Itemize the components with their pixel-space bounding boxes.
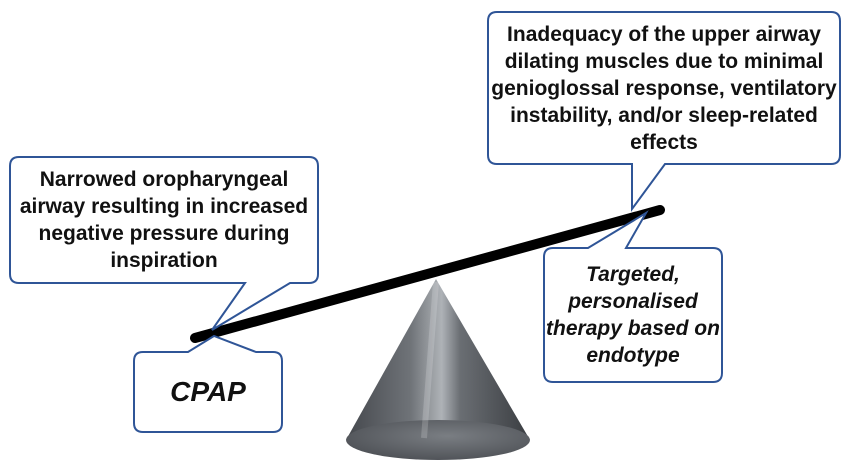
callout-top-right-text: Inadequacy of the upper airway dilating … xyxy=(491,22,837,154)
callout-bottom-left-shape xyxy=(133,334,283,433)
callout-top-left-shape xyxy=(9,156,319,331)
seesaw-beam xyxy=(190,205,665,343)
fulcrum-cone xyxy=(346,279,530,460)
callout-bottom-left-text: CPAP xyxy=(170,376,246,407)
callout-bottom-right-shape xyxy=(543,210,723,383)
callout-bottom-right-text: Targeted, personalised therapy based on … xyxy=(546,263,720,367)
callout-top-right-shape xyxy=(487,11,841,213)
callout-top-left-text: Narrowed oropharyngeal airway resulting … xyxy=(19,168,309,272)
